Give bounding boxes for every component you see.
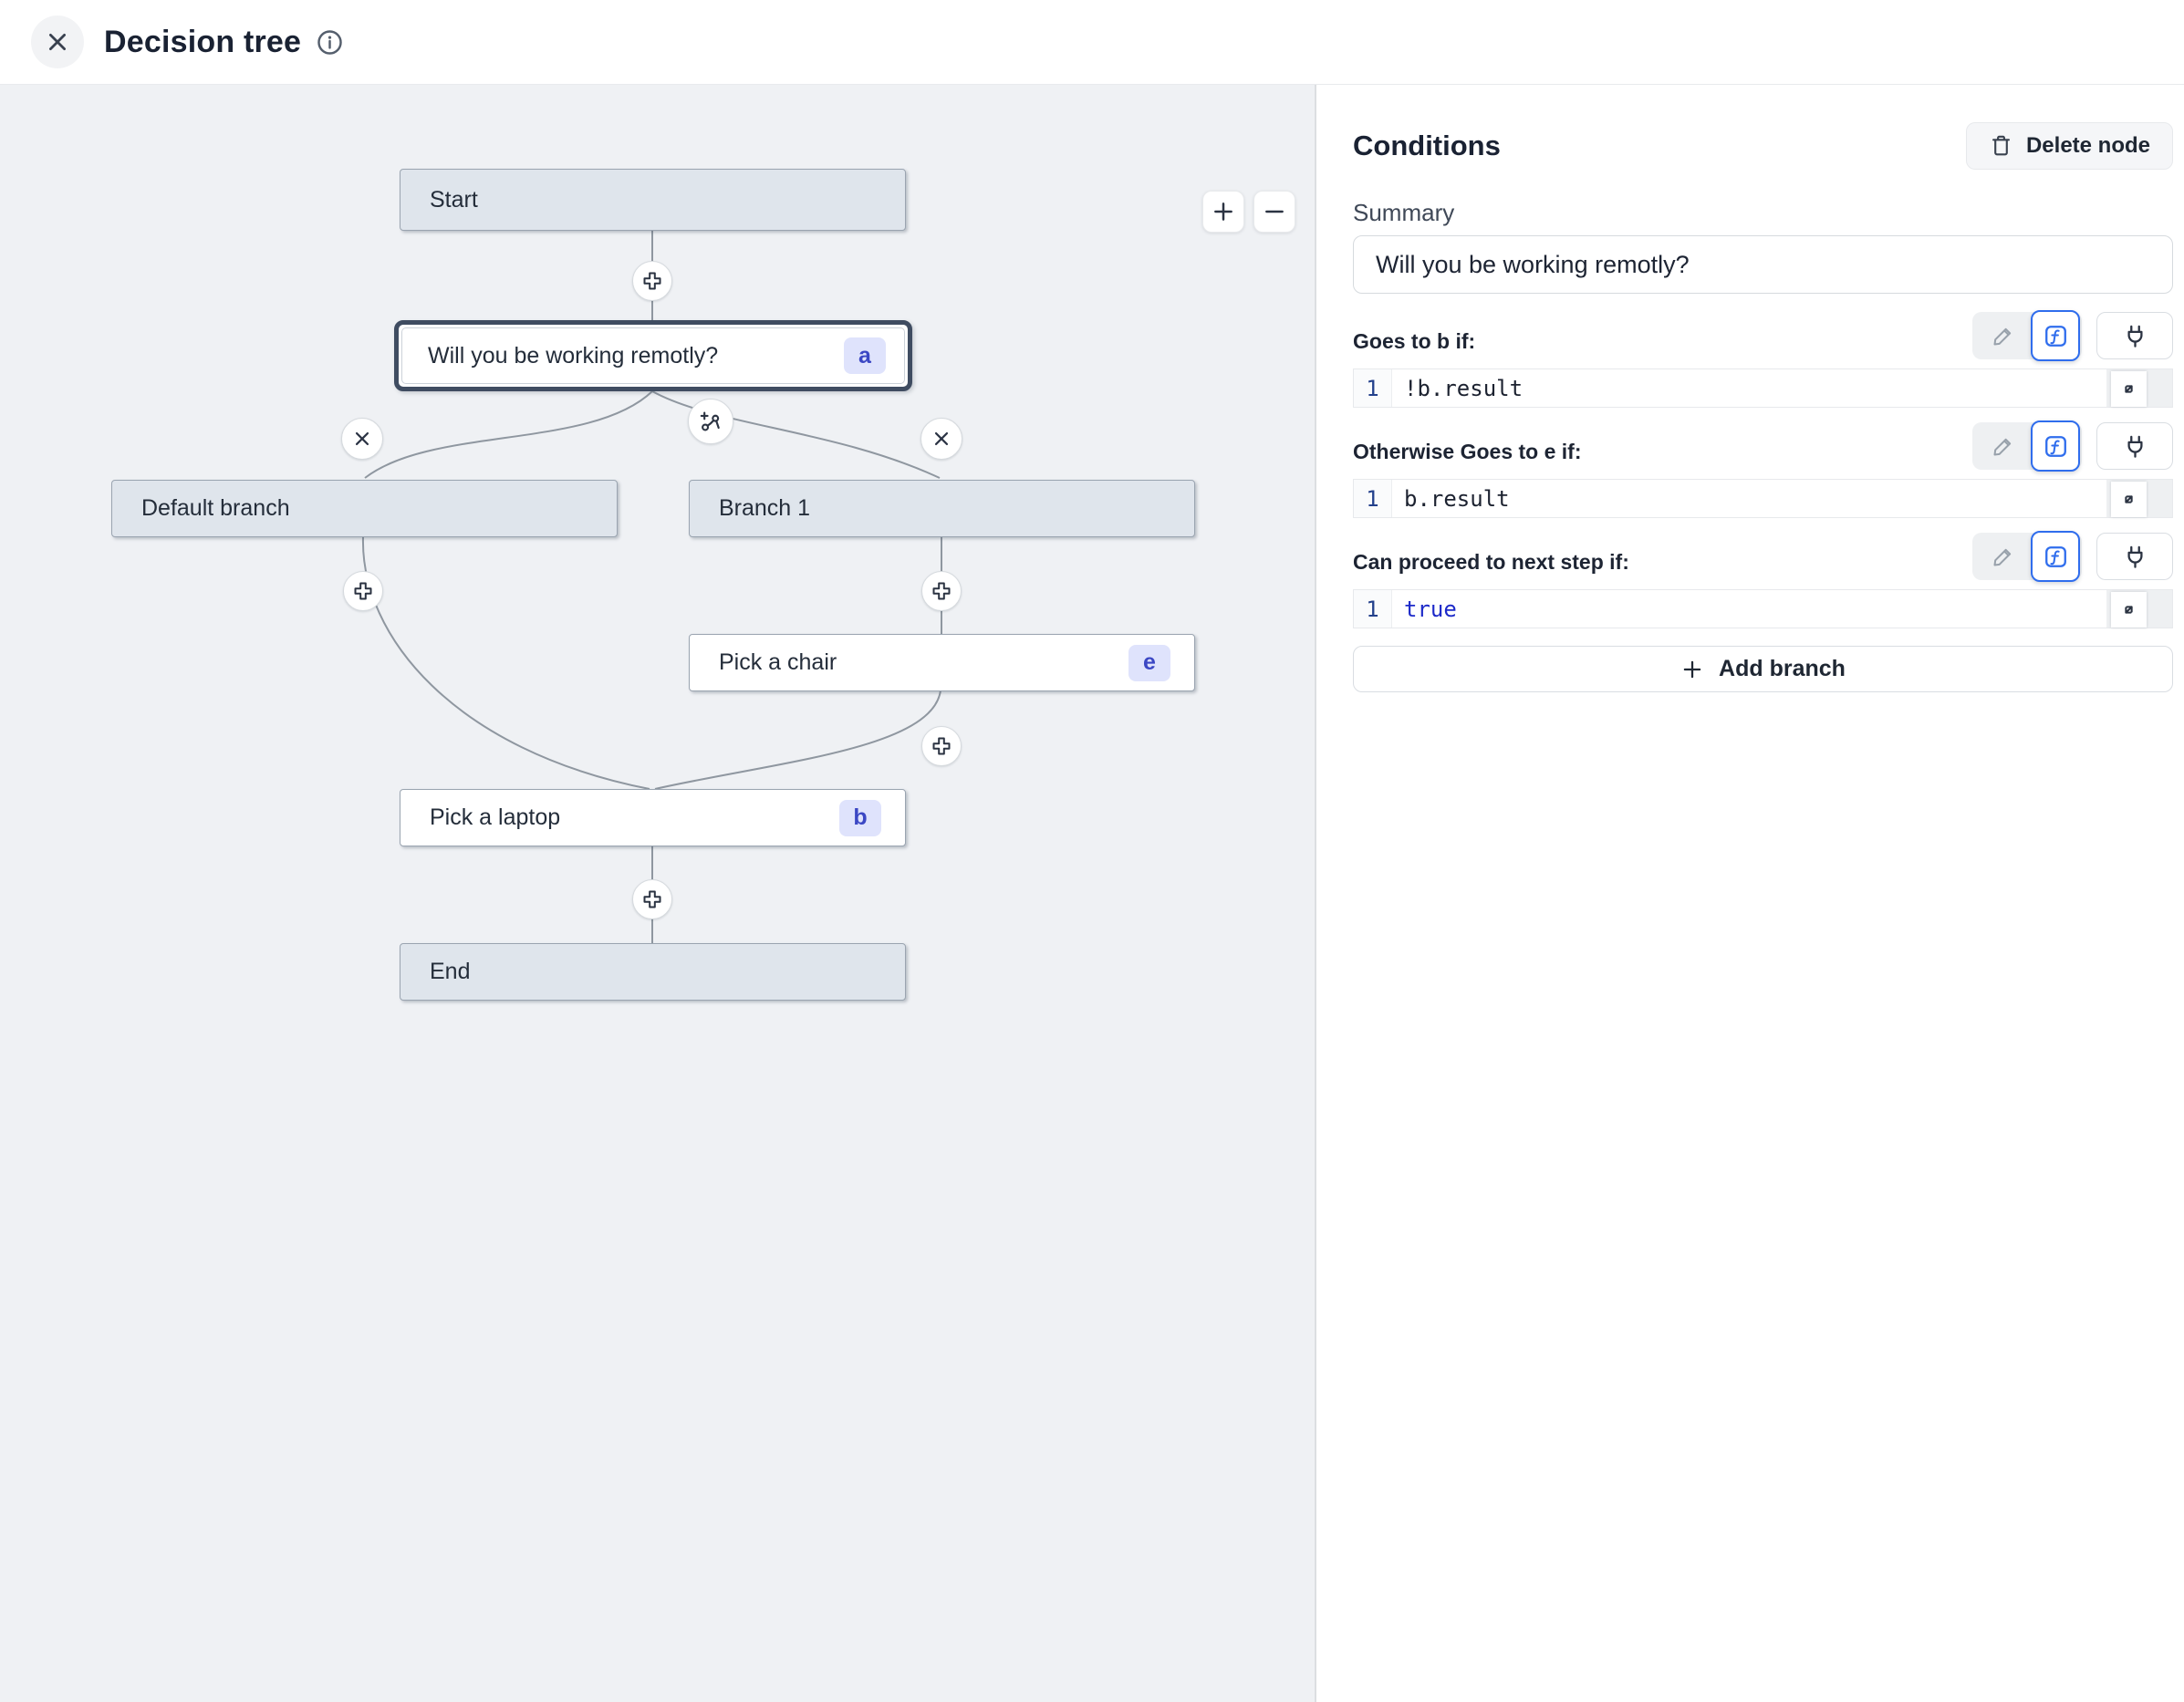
plus-cross-icon [932,737,951,755]
edit-text-button[interactable] [1974,533,2031,580]
edit-text-button[interactable] [1974,312,2031,359]
code-content[interactable]: b.result [1392,480,2106,517]
expand-icon [2125,385,2133,393]
close-icon [49,34,66,50]
pencil-icon [1992,548,2011,566]
add-node-button[interactable] [632,261,672,301]
condition-label: Otherwise Goes to e if: [1353,440,1582,463]
editor-mode-toggle [1972,420,2082,472]
expand-icon [2125,606,2133,614]
node-pick-a-laptop[interactable]: Pick a laptop b [400,789,906,846]
flow-canvas[interactable]: Start Will you be working remotly? a Def… [0,85,1315,1702]
plus-icon [1683,660,1701,678]
node-start[interactable]: Start [400,169,906,231]
function-mode-button[interactable] [2031,310,2080,361]
delete-node-label: Delete node [2025,132,2150,158]
summary-input[interactable] [1353,235,2173,294]
line-number: 1 [1354,369,1392,407]
expand-editor-button[interactable] [2111,592,2147,628]
edit-text-button[interactable] [1974,422,2031,470]
insert-branch-button[interactable] [688,399,733,444]
node-label: Pick a laptop [430,804,561,830]
delete-branch-button[interactable] [341,418,383,460]
node-branch-1[interactable]: Branch 1 [689,480,1195,537]
node-pick-a-chair[interactable]: Pick a chair e [689,634,1195,691]
plug-icon [2127,435,2143,458]
node-label: Branch 1 [719,495,811,521]
function-mode-button[interactable] [2031,420,2080,472]
pencil-icon [1992,327,2011,346]
add-branch-label: Add branch [1719,656,1846,681]
close-button[interactable] [31,16,84,68]
plus-cross-icon [932,582,951,600]
plug-button[interactable] [2096,422,2173,470]
plus-cross-icon [354,582,372,600]
plus-cross-icon [643,272,661,290]
function-mode-button[interactable] [2031,531,2080,582]
node-label: Will you be working remotly? [428,342,719,368]
condition-label: Goes to b if: [1353,329,1476,353]
page-title: Decision tree [104,24,302,59]
node-badge: a [844,337,886,374]
add-branch-button[interactable]: Add branch [1353,646,2173,692]
edge-question-branch1 [651,390,941,479]
fx-icon [2044,325,2066,347]
panel-title: Conditions [1353,129,1501,161]
delete-node-button[interactable]: Delete node [1965,121,2173,170]
node-label: Pick a chair [719,649,837,675]
node-label: Default branch [141,495,290,521]
route-plus-icon [700,411,720,431]
summary-label: Summary [1353,199,1455,226]
delete-branch-button[interactable] [920,418,962,460]
node-badge: b [839,799,881,836]
zoom-in-button[interactable] [1202,191,1244,233]
pencil-icon [1992,438,2011,456]
plus-icon [1214,202,1232,221]
plus-cross-icon [643,890,661,908]
add-node-button[interactable] [921,571,962,611]
node-label: Start [430,186,478,213]
edge-question-default [364,390,653,479]
expand-editor-button[interactable] [2111,371,2147,407]
x-icon [355,431,369,446]
code-editor[interactable]: 1 !b.result [1353,368,2173,408]
conditions-panel: Conditions Delete node Summary Goes to b… [1315,85,2184,1702]
code-editor[interactable]: 1 b.result [1353,479,2173,518]
code-content[interactable]: true [1392,590,2106,628]
line-number: 1 [1354,590,1392,628]
node-default-branch[interactable]: Default branch [111,480,618,537]
expand-editor-button[interactable] [2111,482,2147,517]
app-header: Decision tree [0,0,2184,85]
editor-mode-toggle [1972,531,2082,582]
x-icon [934,431,949,446]
fx-icon [2044,545,2066,567]
info-icon[interactable] [316,28,344,57]
node-question[interactable]: Will you be working remotly? a [394,320,912,391]
minus-icon [1265,210,1284,213]
node-label: End [430,959,471,984]
condition-label: Can proceed to next step if: [1353,550,1629,574]
add-node-button[interactable] [921,726,962,766]
node-badge: e [1128,644,1170,681]
line-number: 1 [1354,480,1392,517]
code-content[interactable]: !b.result [1392,369,2106,407]
editor-mode-toggle [1972,310,2082,361]
edge-default-laptop [361,536,650,790]
expand-icon [2125,495,2133,503]
plug-button[interactable] [2096,312,2173,359]
plug-icon [2127,545,2143,568]
node-end[interactable]: End [400,943,906,1001]
zoom-out-button[interactable] [1253,191,1295,233]
add-node-button[interactable] [632,879,672,919]
add-node-button[interactable] [343,571,383,611]
edge-chair-laptop [654,690,941,790]
plug-icon [2127,325,2143,348]
trash-icon [1992,135,2010,156]
code-editor[interactable]: 1 true [1353,589,2173,628]
plug-button[interactable] [2096,533,2173,580]
fx-icon [2044,435,2066,457]
